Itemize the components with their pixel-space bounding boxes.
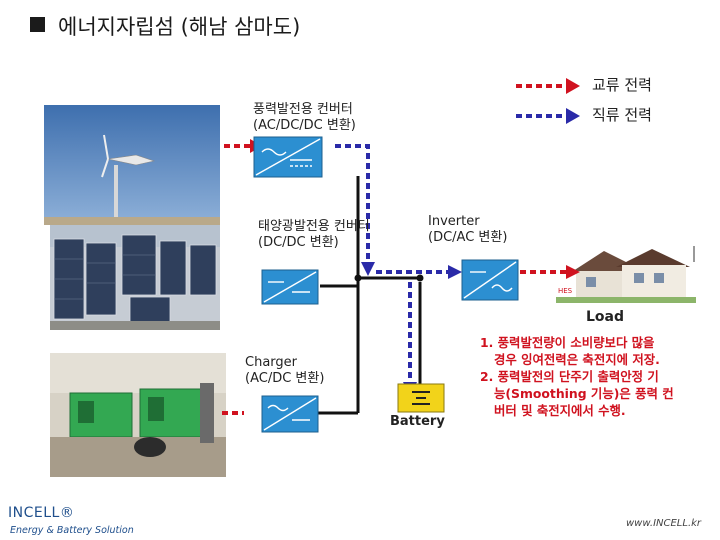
inverter-label-line2: (DC/AC 변환) bbox=[428, 230, 508, 245]
note-line: 능(Smoothing 기능)은 풍력 컨 bbox=[494, 386, 674, 401]
solar-panel-photo bbox=[50, 225, 220, 330]
dc-arrow-bus bbox=[448, 265, 462, 279]
inverter-label-line1: Inverter bbox=[428, 214, 480, 229]
inverter-label: Inverter (DC/AC 변환) bbox=[428, 214, 507, 246]
charger-label-line2: (AC/DC 변환) bbox=[245, 371, 325, 386]
house-photo: HES bbox=[556, 243, 696, 303]
solar-converter-label-line1: 태양광발전용 컨버터 bbox=[258, 219, 370, 234]
dc-arrow-wind bbox=[361, 262, 375, 276]
operation-notes: 1. 풍력발전량이 소비량보다 많을 경우 잉여전력은 축전지에 저장. 2. … bbox=[480, 334, 710, 419]
note-line: 버터 및 축전지에서 수행. bbox=[494, 403, 626, 418]
legend-ac-arrow bbox=[566, 78, 580, 94]
title-bullet-icon bbox=[30, 17, 45, 32]
house-sign-text: HES bbox=[558, 287, 573, 295]
wind-converter-box bbox=[253, 136, 323, 178]
wind-converter-label-line2: (AC/DC/DC 변환) bbox=[253, 118, 356, 133]
legend-dc-label: 직류 전력 bbox=[592, 106, 652, 124]
legend-dc-arrow bbox=[566, 108, 580, 124]
note-line: 2. 풍력발전의 단주기 출력안정 기 bbox=[480, 369, 659, 384]
battery-box bbox=[397, 383, 445, 413]
charger-box bbox=[261, 395, 319, 433]
charger-label-line1: Charger bbox=[245, 355, 297, 370]
wind-turbine-photo bbox=[44, 105, 220, 225]
bus-junction-dot bbox=[354, 274, 362, 282]
inverter-box bbox=[461, 259, 519, 301]
note-line: 경우 잉여전력은 축전지에 저장. bbox=[494, 352, 660, 367]
battery-label: Battery bbox=[390, 414, 445, 429]
brand-tagline: Energy & Battery Solution bbox=[10, 525, 134, 536]
generator-room-photo bbox=[50, 353, 226, 477]
wind-converter-label: 풍력발전용 컨버터 (AC/DC/DC 변환) bbox=[253, 102, 356, 134]
solar-converter-label-line2: (DC/DC 변환) bbox=[258, 235, 339, 250]
bus-junction-dot bbox=[416, 274, 424, 282]
solar-converter-label: 태양광발전용 컨버터 (DC/DC 변환) bbox=[258, 219, 370, 251]
brand-logo: INCELL® bbox=[8, 505, 75, 521]
page-title: 에너지자립섬 (해남 삼마도) bbox=[58, 15, 301, 39]
charger-label: Charger (AC/DC 변환) bbox=[245, 355, 324, 387]
ac-arrow-load bbox=[566, 265, 580, 279]
legend-ac-label: 교류 전력 bbox=[592, 76, 652, 94]
wind-converter-label-line1: 풍력발전용 컨버터 bbox=[253, 102, 353, 117]
solar-converter-box bbox=[261, 269, 319, 305]
load-label: Load bbox=[586, 309, 625, 325]
dc-line-wind bbox=[335, 144, 370, 262]
website-url[interactable]: www.INCELL.kr bbox=[626, 518, 702, 529]
title-bar: 에너지자립섬 (해남 삼마도) bbox=[0, 0, 720, 52]
note-line: 1. 풍력발전량이 소비량보다 많을 bbox=[480, 335, 655, 350]
